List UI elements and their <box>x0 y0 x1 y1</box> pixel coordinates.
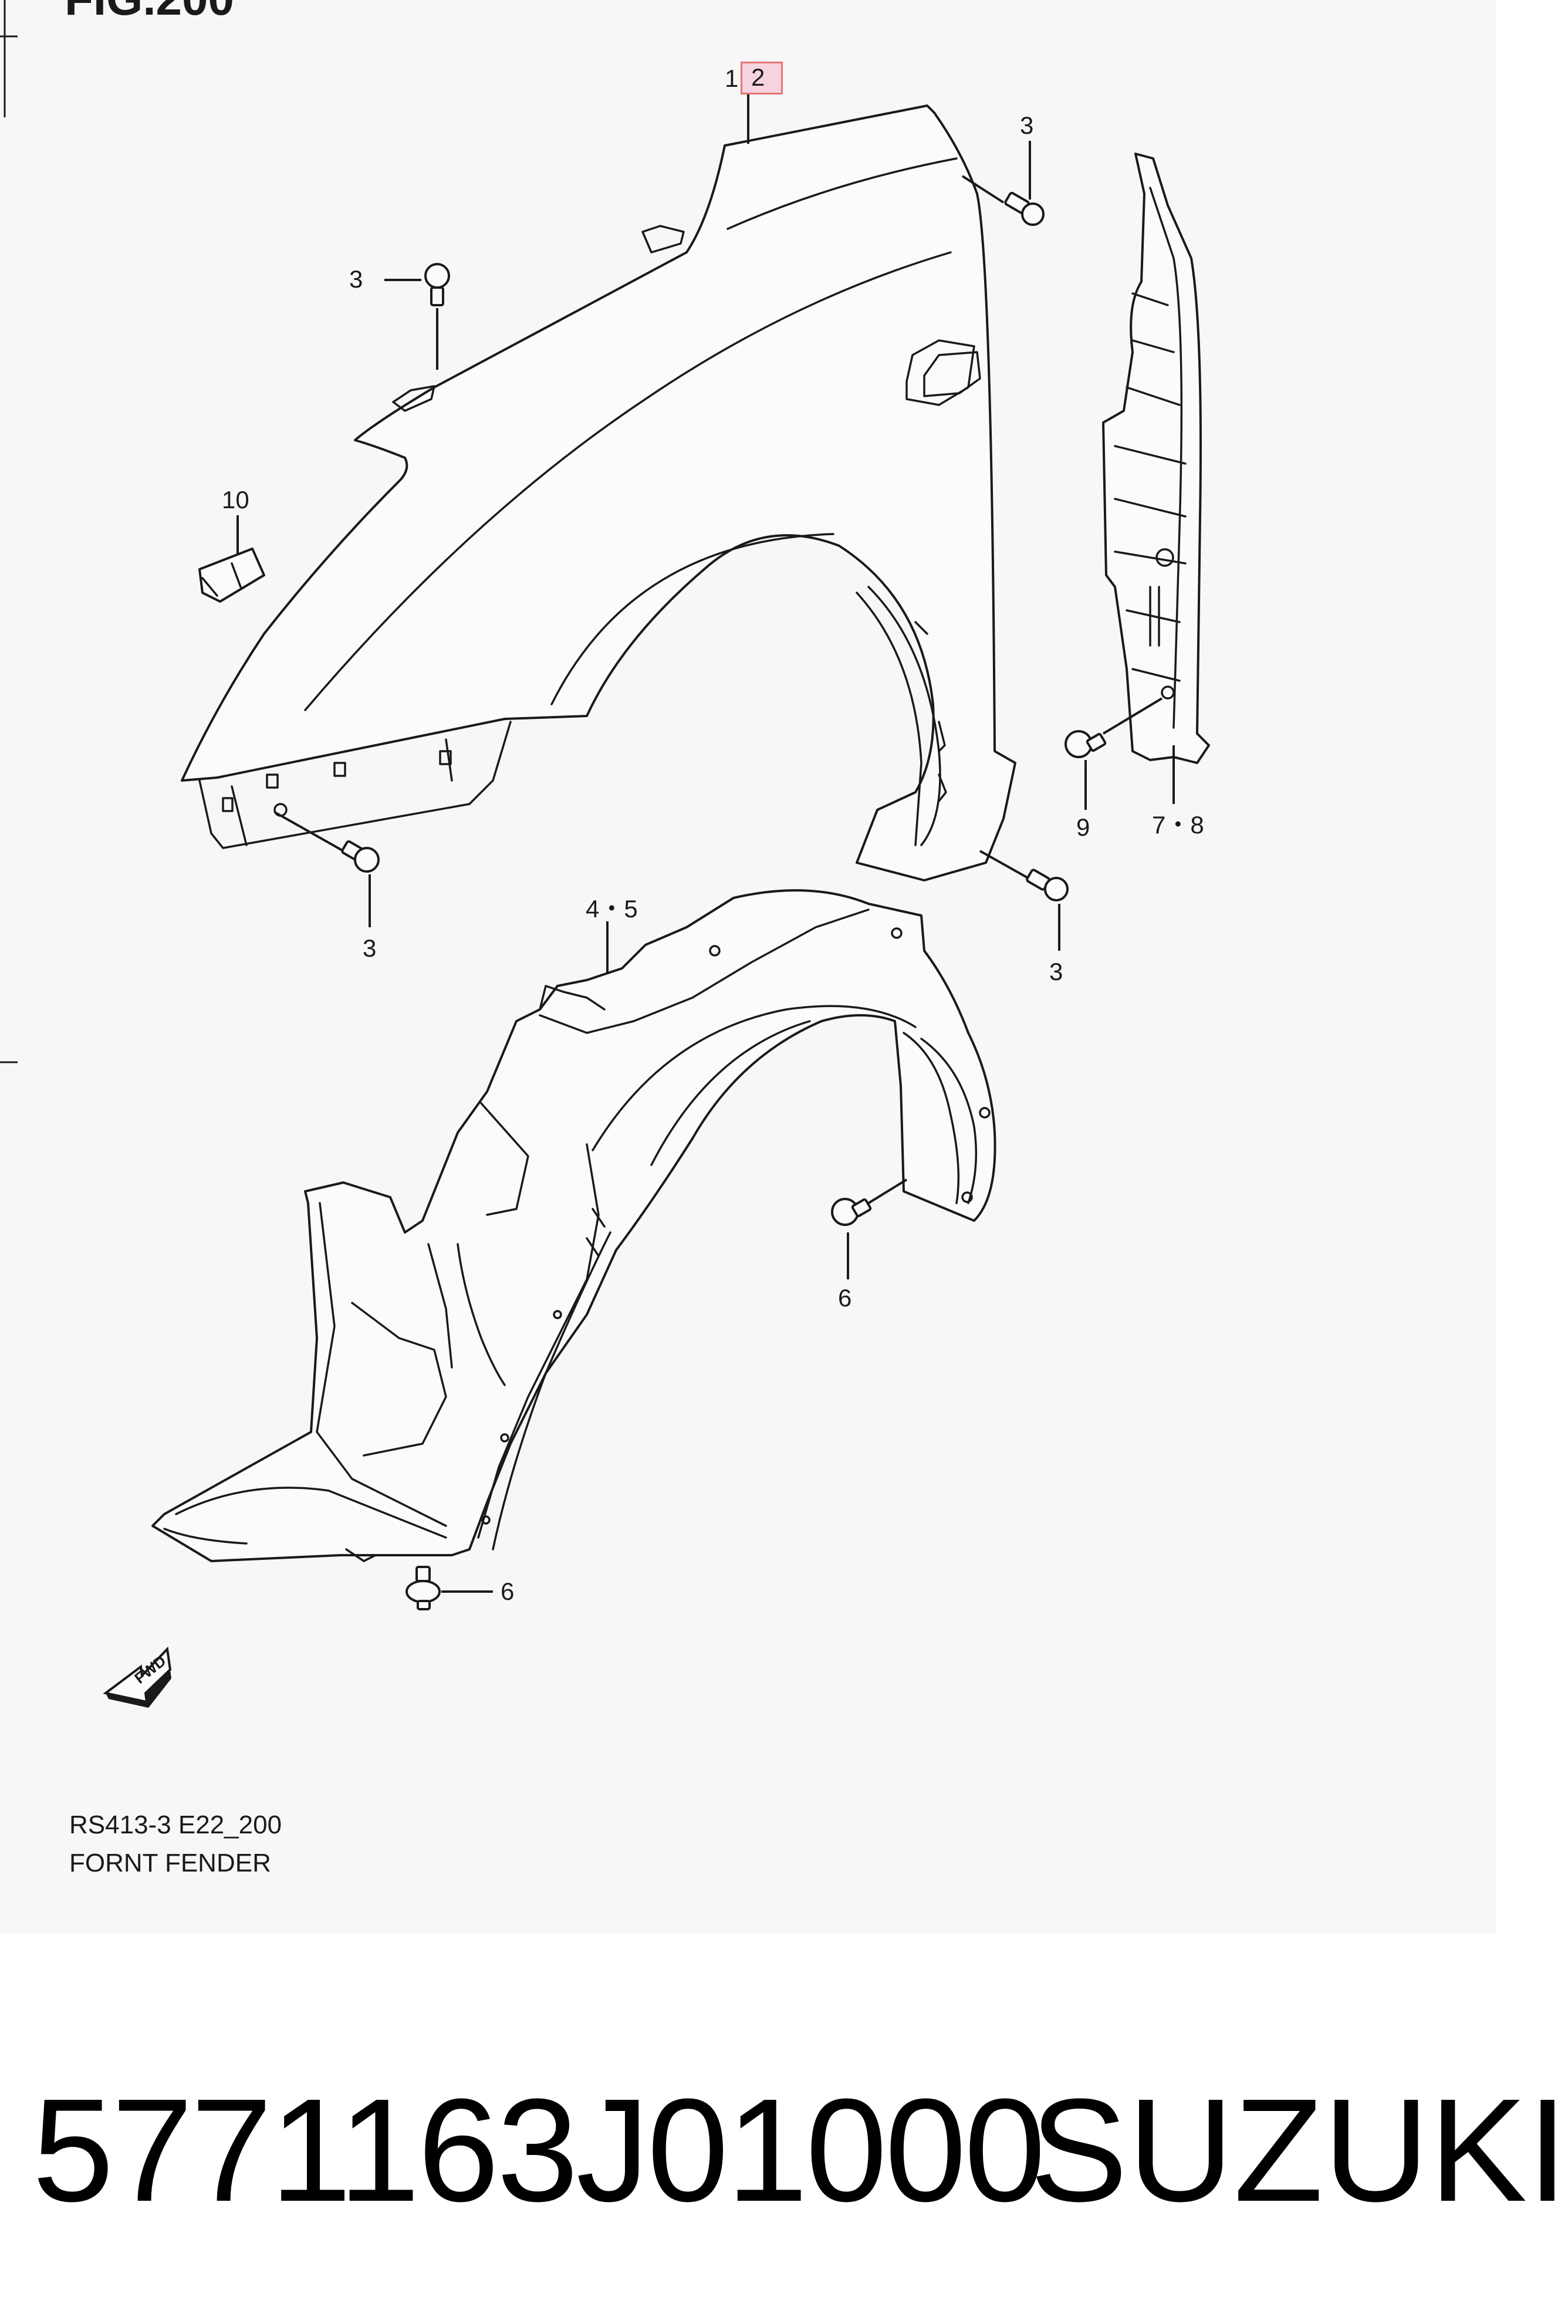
clip-part <box>198 548 265 603</box>
fender-exploded-view: FWD <box>103 94 1210 1708</box>
callout-bolt-lower-right: 3 <box>1049 958 1063 985</box>
liner-screw-bottom <box>405 1566 493 1610</box>
bolt-lower-left <box>275 812 380 927</box>
bolt-top-left <box>384 263 450 370</box>
diagram-code: RS413-3 E22_200 <box>69 1810 282 1839</box>
callout-bolt-top-right: 3 <box>1020 112 1034 139</box>
part-number: 5771163J01000 <box>32 2068 1046 2232</box>
callout-fender-highlight: 2 <box>751 63 765 91</box>
callout-liner-screw-bottom: 6 <box>501 1578 515 1605</box>
bracket-bolt <box>1065 697 1163 810</box>
diagram-name: FORNT FENDER <box>69 1849 271 1877</box>
callout-liner: 4・5 <box>586 895 638 923</box>
callout-bracket: 7・8 <box>1152 811 1204 839</box>
edge-marks <box>0 0 18 1063</box>
front-fender <box>181 104 1016 881</box>
callout-bolt-top-left: 3 <box>349 265 363 293</box>
fwd-arrow-icon: FWD <box>103 1646 172 1708</box>
fender-liner <box>151 889 996 1562</box>
brand-name: SUZUKI <box>1030 2068 1568 2232</box>
highlight-box <box>741 62 783 94</box>
callout-bolt-lower-left: 3 <box>363 934 377 962</box>
callout-clip: 10 <box>222 486 249 514</box>
figure-title: FIG.200 <box>65 0 234 26</box>
callout-fender: 1 <box>725 65 739 92</box>
callout-bracket-bolt: 9 <box>1076 813 1090 841</box>
liner-screw <box>831 1178 908 1279</box>
diagram-panel: FIG.200 <box>0 0 1210 1877</box>
bolt-top-right <box>961 175 1045 226</box>
bolt-lower-right <box>979 850 1069 951</box>
fender-bracket <box>1102 153 1210 764</box>
callout-liner-screw: 6 <box>838 1284 852 1312</box>
